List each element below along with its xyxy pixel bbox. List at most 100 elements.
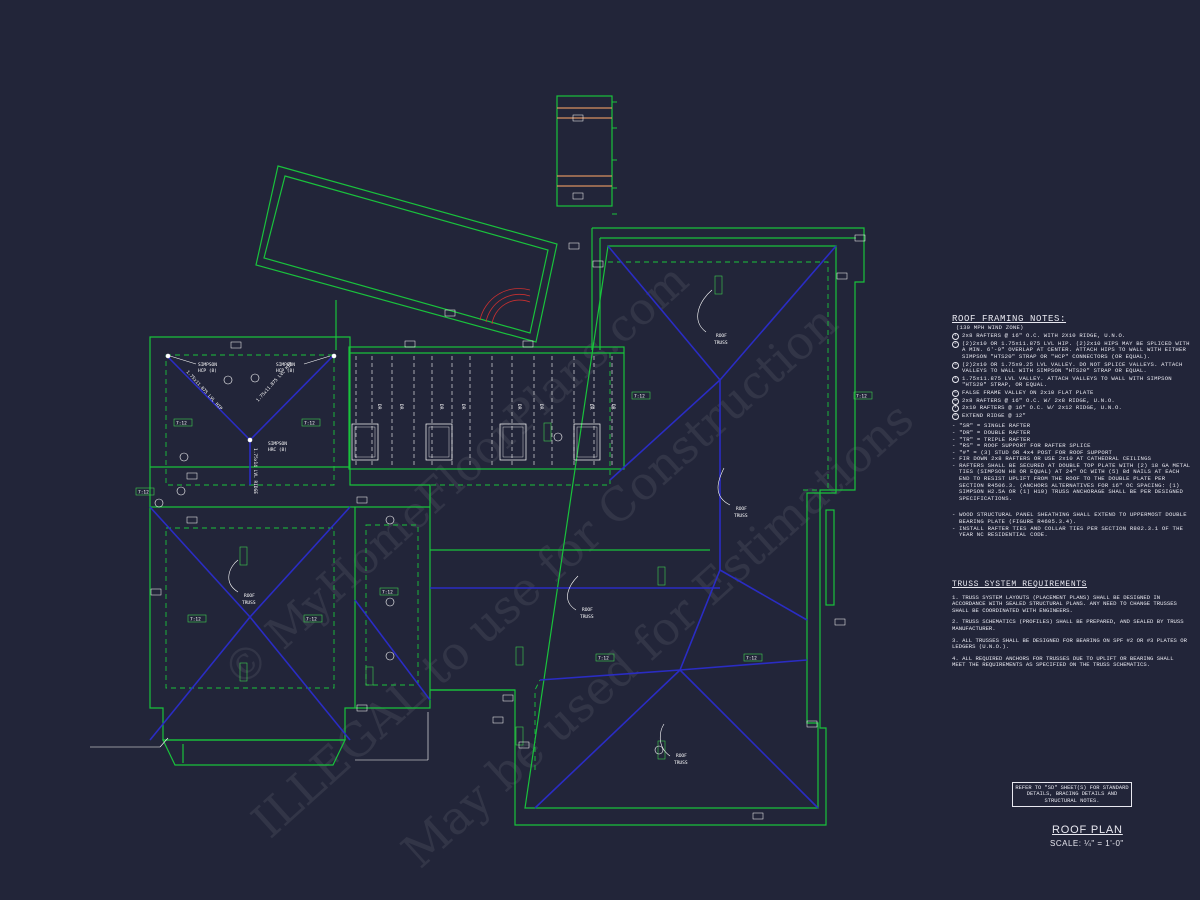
pitch-tag [543,422,552,442]
dimension-tag [444,309,456,317]
dimension-tag [572,114,584,122]
dimension-tag [502,694,514,702]
label-lvl-hip-left: 1.75x11.875 LVL HIP [185,369,224,411]
truss-system-requirements: TRUSS SYSTEM REQUIREMENTS 1. TRUSS SYSTE… [952,581,1187,674]
callout-circle [654,745,664,755]
pitch-tag-label: 7:12 [382,590,393,596]
dimension-tag [836,272,848,280]
truss-requirement-item: 1. TRUSS SYSTEM LAYOUTS (PLACEMENT PLANS… [952,593,1177,614]
beam-box [499,423,527,461]
label-roof-truss-3b: TRUSS [580,614,594,620]
label-roof-truss-4a: ROOF [676,753,687,759]
pitch-tag [239,662,248,682]
pitch-tag-label: 7:12 [304,421,315,427]
pitch-tag-label: 7:12 [306,617,317,623]
note-text: FALSE FRAME VALLEY ON 2x10 FLAT PLATE [962,388,1094,396]
label-roof-truss-2b: TRUSS [734,513,748,519]
note-number: 5 [952,389,959,397]
label-roof-truss-1a: ROOF [716,333,727,339]
dr-label: DR [460,404,466,410]
callout-circle [176,486,186,496]
dimension-tag [854,234,866,242]
dr-label: DR [516,404,522,410]
pitch-tag [379,587,399,596]
dimension-tag [404,340,416,348]
arc-detail [479,288,531,325]
callout-circles [154,353,664,755]
walls-layer [149,95,865,826]
label-simpson-hrc-2: HRC (8) [268,447,287,453]
label-roof-truss-3a: ROOF [582,607,593,613]
note-bullet: "RS" = ROOF SUPPORT FOR RAFTER SPLICE [952,442,1192,450]
wind-zone: (130 MPH WIND ZONE) [956,323,1024,331]
note-text: EXTEND RIDGE @ 12" [962,411,1027,419]
pitch-tag [515,726,524,746]
dr-label: DR [538,404,544,410]
callout-circle [385,515,395,525]
beam-box-inner [576,426,598,458]
truss-requirement-item: 2. TRUSS SCHEMATICS (PROFILES) SHALL BE … [952,618,1184,632]
note-text: (2)2x10 OR 1.75x11.875 LVL HIP. (2)2x10 … [962,339,1190,360]
connector-point [165,353,171,359]
dimension-tag [186,472,198,480]
dimension-tag [522,340,534,348]
pitch-tag-label: 7:12 [634,394,645,400]
roof-framing-notes-title: ROOF FRAMING NOTES: [952,314,1067,324]
dimension-tag [518,741,530,749]
connector-point [247,437,253,443]
dr-label: DR [610,404,616,410]
roof-framing-notes: ROOF FRAMING NOTES: (130 MPH WIND ZONE) … [952,314,1192,539]
roof-framing-notes-bullets-2: WOOD STRUCTURAL PANEL SHEATHING SHALL EX… [952,512,1192,538]
roof-note-item: 3(2)2x10 OR 1.75x9.25 LVL VALLEY. DO NOT… [952,361,1192,375]
note-bullet: "DR" = DOUBLE RAFTER [952,429,1192,437]
label-simpson-hcp-right-1: SIMPSON [276,362,295,368]
dimension-tag [592,260,604,268]
label-simpson-hcp-left-1: SIMPSON [198,362,217,368]
pitch-tag-label: 7:12 [190,617,201,623]
pitch-tag [515,646,524,666]
note-number: 2 [952,340,959,348]
dr-label: DR [376,404,382,410]
pitch-tag [135,487,155,496]
label-roof-truss-4b: TRUSS [674,760,688,766]
note-bullet: "TR" = TRIPLE RAFTER [952,436,1192,444]
callout-circle [385,597,395,607]
sheet-title: ROOF PLAN [1052,824,1123,836]
pitch-tag-label: 7:12 [138,490,149,496]
dr-label: DR [398,404,404,410]
watermark-layer: © MyHomeFloorPlans.com ILLEGAL to use fo… [213,254,923,878]
refer-note-box: REFER TO "SD" SHEET(S) FOR STANDARD DETA… [1012,782,1132,807]
stair-stubs [612,101,617,215]
dimension-tag [752,812,764,820]
pitch-tag-label: 7:12 [856,394,867,400]
label-simpson-hcp-right-2: HCP (8) [276,368,295,374]
note-text: 2x10 RAFTERS @ 16" O.C. W/ 2x12 RIDGE, U… [962,404,1123,412]
pitch-tag [187,614,207,623]
connector-point [331,353,337,359]
dimension-tag [834,618,846,626]
note-number: 3 [952,361,959,369]
rafter-columns [351,356,613,465]
dimension-tag [492,716,504,724]
note-bullet: INSTALL RAFTER TIES AND COLLAR TIES PER … [952,525,1192,539]
dimension-tag [186,516,198,524]
pitch-tag-label: 7:12 [176,421,187,427]
pitch-tag [301,418,321,427]
beam-box-inner [428,426,450,458]
pitch-tag [714,275,723,295]
note-bullet: RAFTERS SHALL BE SECURED AT DOUBLE TOP P… [952,462,1192,503]
pitch-tag [173,418,193,427]
callout-circle [553,432,563,442]
callout-circle [179,452,189,462]
beam-box [573,423,601,461]
sheet-scale: SCALE: ¼" = 1'-0" [1050,839,1124,848]
beam-box [425,423,453,461]
beam-box [351,423,379,461]
truss-requirement-item: 4. ALL REQUIRED ANCHORS FOR TRUSSES DUE … [952,654,1174,669]
